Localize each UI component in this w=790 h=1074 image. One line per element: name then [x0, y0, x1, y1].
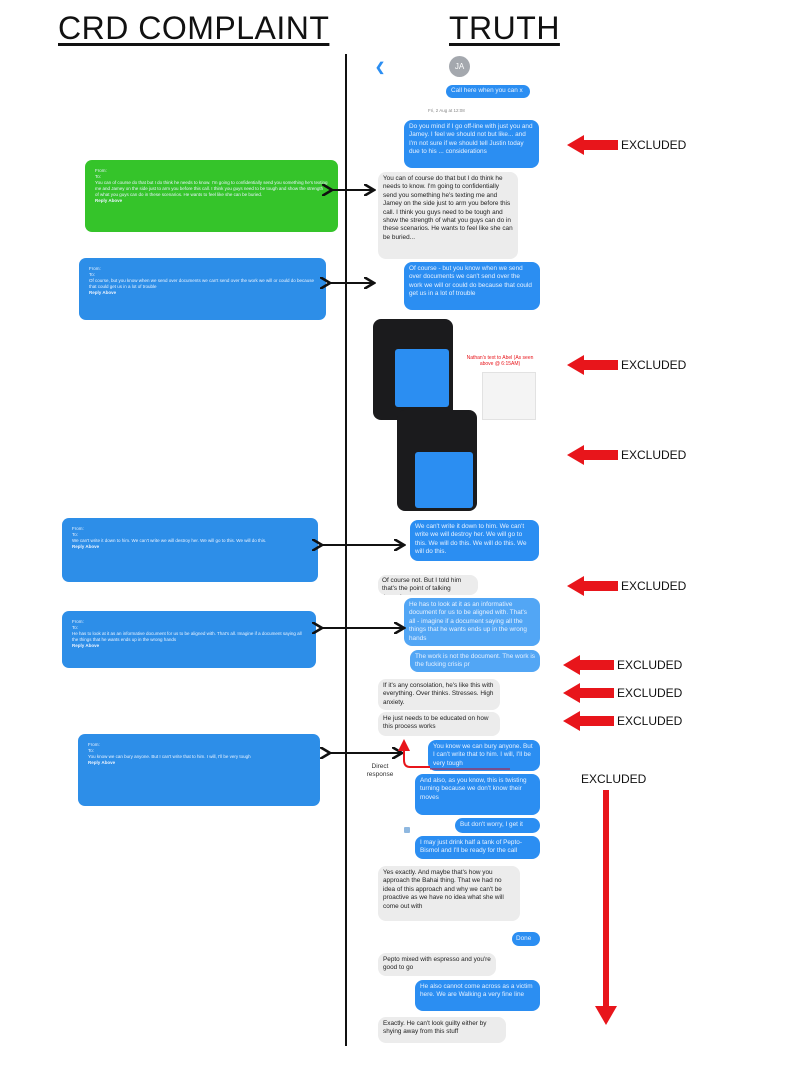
timestamp: Fri, 2 Aug at 12:08: [428, 108, 465, 113]
complaint-text: Of course, but you know when we send ove…: [89, 278, 314, 289]
crd-complaint-heading: CRD COMPLAINT: [58, 10, 330, 46]
message-received: Of course not. But I told him that's the…: [378, 575, 478, 595]
phone-screenshot: [397, 410, 477, 511]
screenshot-caption: Nathan's text to Abel (As seen above @ 6…: [466, 355, 534, 367]
excluded-label: EXCLUDED: [581, 772, 647, 786]
red-arrow-left-icon: [567, 135, 618, 155]
red-arrow-left-icon: [567, 445, 618, 465]
complaint-text: You can of course do that but I do think…: [95, 180, 328, 197]
message-sent: Done: [512, 932, 540, 946]
red-arrow-down-icon: [595, 1006, 617, 1025]
complaint-panel: From:To: You can of course do that but I…: [85, 160, 338, 232]
complaint-text: He has to look at it as an informative d…: [72, 631, 302, 642]
message-sent: Of course - but you know when we send ov…: [404, 262, 540, 310]
complaint-panel: From:To: You know we can bury anyone. Bu…: [78, 734, 320, 806]
message-received: If it's any consolation, he's like this …: [378, 679, 500, 710]
message-received: You can of course do that but I do think…: [378, 172, 518, 259]
complaint-text: We can't write it down to him. We can't …: [72, 538, 267, 543]
message-sent: He also cannot come across as a victim h…: [415, 980, 540, 1011]
message-received: Pepto mixed with espresso and you're goo…: [378, 953, 496, 976]
excluded-label: EXCLUDED: [617, 714, 683, 728]
excluded-label: EXCLUDED: [621, 358, 687, 372]
message-sent: I may just drink half a tank of Pepto-Bi…: [415, 836, 540, 859]
message-sent: He has to look at it as an informative d…: [404, 598, 540, 646]
message-sent: And also, as you know, this is twisting …: [415, 774, 540, 815]
excluded-arrows: [563, 135, 618, 1025]
red-arrow-down-shaft: [603, 790, 609, 1008]
complaint-text: You know we can bury anyone. But I can't…: [88, 754, 251, 759]
excluded-label: EXCLUDED: [621, 579, 687, 593]
excluded-label: EXCLUDED: [617, 658, 683, 672]
message-sent: Do you mind if I go off-line with just y…: [404, 120, 539, 168]
message-sent: But don't worry, I get it: [455, 818, 540, 833]
complaint-panel: From:To: He has to look at it as an info…: [62, 611, 316, 668]
message-received: He just needs to be educated on how this…: [378, 712, 500, 736]
excluded-label: EXCLUDED: [621, 138, 687, 152]
message-received: Exactly. He can't look guilty either by …: [378, 1017, 506, 1043]
direct-response-label: Direct response: [366, 763, 394, 778]
phone-screenshot: [373, 319, 453, 420]
truth-heading: TRUTH: [449, 10, 560, 46]
red-arrow-left-icon: [567, 576, 618, 596]
chevron-left-icon[interactable]: ❮: [375, 60, 386, 74]
message-sent: We can't write it down to him. We can't …: [410, 520, 539, 561]
message-sent: Call here when you can x: [446, 85, 530, 98]
red-arrow-left-icon: [567, 355, 618, 375]
message-received: Yes exactly. And maybe that's how you ap…: [378, 866, 520, 921]
complaint-panel: From:To: Of course, but you know when we…: [79, 258, 326, 320]
avatar: JA: [449, 56, 470, 77]
red-arrow-left-icon: [563, 655, 614, 675]
red-curved-arrow: [398, 739, 430, 768]
red-arrow-left-icon: [563, 683, 614, 703]
tapback-icon: [404, 827, 410, 833]
small-screenshot: [482, 372, 536, 420]
message-sent: The work is not the document. The work i…: [410, 650, 540, 672]
excluded-label: EXCLUDED: [621, 448, 687, 462]
message-sent: You know we can bury anyone. But I can't…: [428, 740, 540, 771]
excluded-label: EXCLUDED: [617, 686, 683, 700]
complaint-panel: From:To: We can't write it down to him. …: [62, 518, 318, 582]
red-arrow-left-icon: [563, 711, 614, 731]
